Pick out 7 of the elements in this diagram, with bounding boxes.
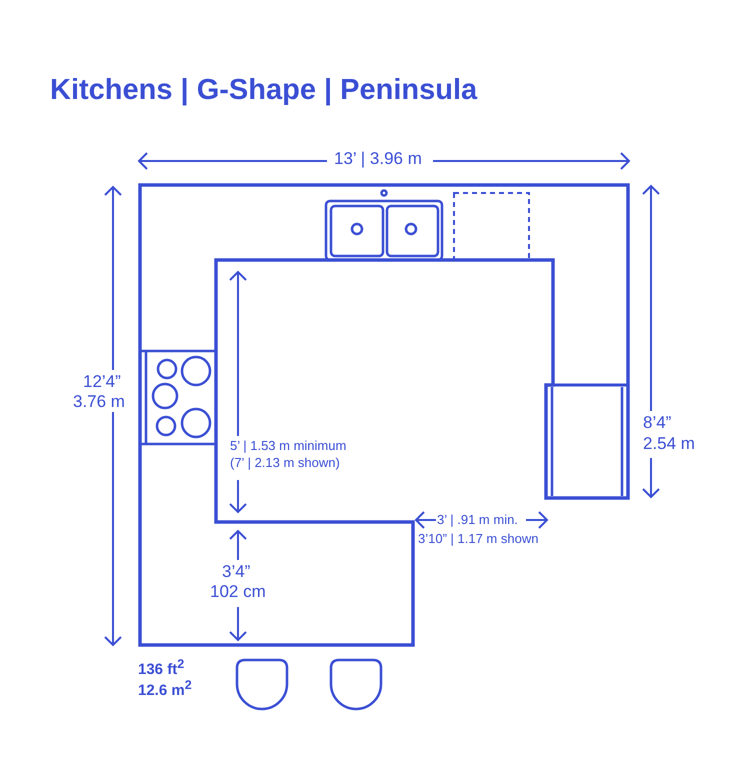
dimension-label: 13’ | 3.96 m [334, 150, 422, 169]
dimension-label: 3’10” | 1.17 m shown [418, 532, 538, 546]
dimension-label: 3.76 m [73, 393, 125, 412]
dimension-label: 3’ | .91 m min. [437, 513, 518, 528]
title: Kitchens | G-Shape | Peninsula [50, 74, 478, 107]
dimension-label: (7’ | 2.13 m shown) [230, 456, 340, 470]
dimension-label: 5’ | 1.53 m minimum [230, 439, 346, 454]
